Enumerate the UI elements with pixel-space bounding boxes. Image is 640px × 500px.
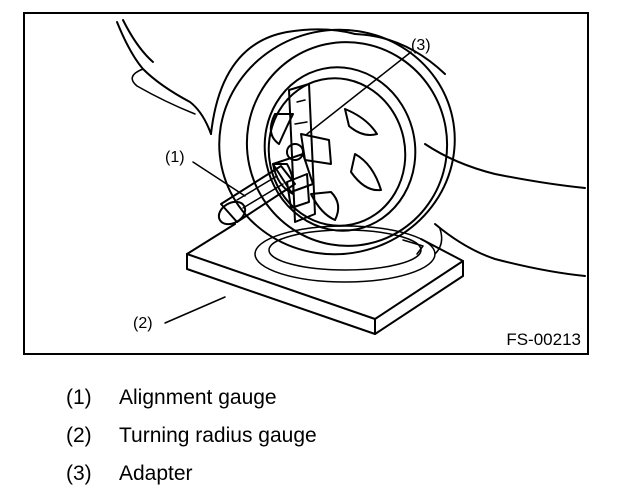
leader-line-3	[306, 51, 412, 135]
legend-number: (2)	[66, 424, 92, 447]
legend-number: (1)	[66, 386, 92, 409]
car-body	[116, 19, 586, 277]
callout-label-3: (3)	[411, 37, 431, 54]
figure-code: FS-00213	[506, 330, 581, 349]
legend-item: (1) Alignment gauge	[66, 386, 317, 424]
legend-item: (3) Adapter	[66, 462, 317, 500]
legend-label: Adapter	[119, 462, 193, 485]
callout-legend: (1) Alignment gauge (2) Turning radius g…	[66, 386, 317, 500]
figure-frame: (1) (2) (3) FS-00213	[23, 12, 589, 355]
legend-label: Alignment gauge	[119, 386, 277, 409]
legend-label: Turning radius gauge	[119, 424, 317, 447]
leader-line-1	[192, 161, 246, 197]
callout-label-1: (1)	[165, 149, 185, 166]
legend-item: (2) Turning radius gauge	[66, 424, 317, 462]
turning-radius-gauge	[186, 223, 464, 335]
adapter	[286, 83, 332, 223]
legend-number: (3)	[66, 462, 92, 485]
wheel	[218, 28, 456, 256]
wheel-alignment-illustration	[116, 19, 586, 335]
alignment-gauge	[217, 153, 314, 226]
leader-line-2	[164, 296, 226, 324]
callout-label-2: (2)	[133, 315, 153, 332]
